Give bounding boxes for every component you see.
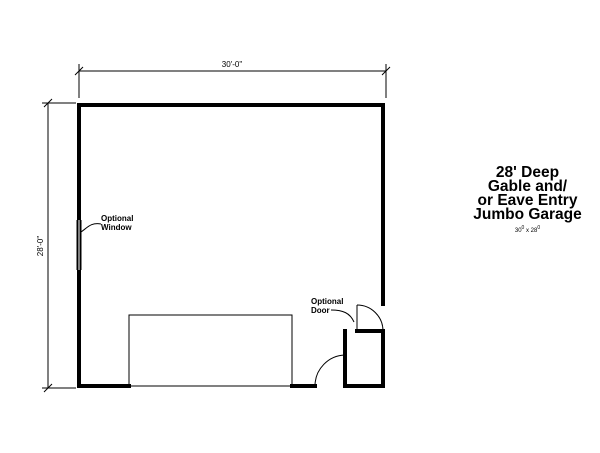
- title-line-1: 28' Deep: [495, 164, 560, 181]
- plan-title-block: 28' Deep Gable and/ or Eave Entry Jumbo …: [455, 164, 600, 236]
- door-leader: [330, 309, 355, 323]
- window-leader: [80, 223, 102, 233]
- width-dimension-label: 30'-0": [222, 60, 243, 69]
- title-line-4: Jumbo Garage: [473, 206, 582, 223]
- wall-right-lower: [344, 329, 385, 388]
- depth-dimension: [42, 98, 76, 393]
- walk-door-swing: [314, 354, 346, 387]
- side-door-swing: [356, 304, 384, 332]
- width-dimension: [74, 64, 391, 98]
- door-label-line2: Door: [311, 306, 330, 315]
- exterior-walls: [77, 103, 385, 388]
- title-line-3: or Eave Entry: [477, 192, 578, 209]
- window-label-line2: Window: [101, 223, 132, 232]
- size-width-sup: 0: [521, 225, 525, 231]
- size-depth: 28: [530, 228, 538, 234]
- window-label-line1: Optional: [101, 214, 133, 223]
- overhead-garage-door: [128, 314, 293, 387]
- door-label-line1: Optional: [311, 297, 343, 306]
- depth-dimension-label: 28'-0": [36, 236, 45, 257]
- size-width: 30: [514, 228, 522, 234]
- size-depth-sup: 0: [537, 225, 541, 231]
- plan-size-note: 300 x 280: [455, 223, 600, 236]
- size-separator: x: [524, 228, 531, 234]
- title-line-2: Gable and/: [487, 178, 568, 195]
- wall-left-top-right: [77, 103, 385, 388]
